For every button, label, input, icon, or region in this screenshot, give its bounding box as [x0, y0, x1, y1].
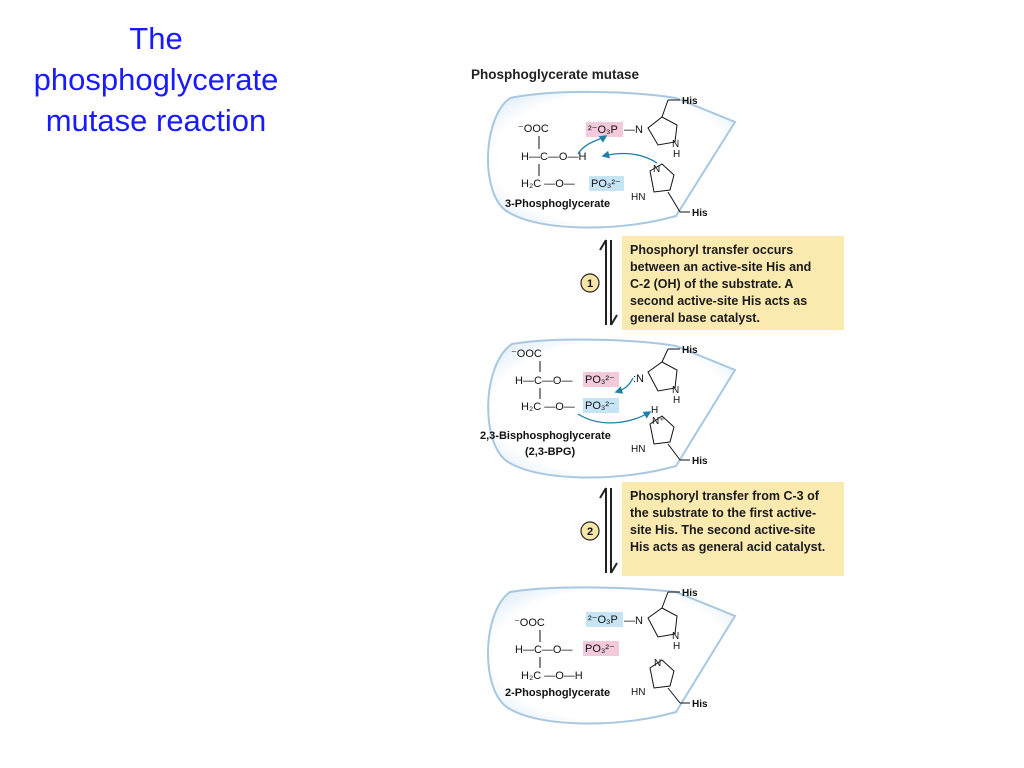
panel-label: (2,3-BPG): [525, 446, 575, 458]
svg-text:N: N: [654, 658, 661, 669]
svg-text:⁻OOC: ⁻OOC: [514, 617, 545, 629]
electron-arrow: [614, 377, 634, 394]
slide-title-line: phosphoglycerate: [33, 62, 279, 97]
panel-label: 3-Phosphoglycerate: [505, 198, 610, 210]
electron-arrow: [577, 411, 652, 424]
histidine-ring: [647, 361, 678, 392]
step-number: 1: [587, 278, 593, 290]
substrate-bpg: ⁻OOC H—C—O— H₂C —O—: [511, 348, 575, 413]
panel-2-3-bisphosphoglycerate: ⁻OOC H—C—O— H₂C —O— PO₃²⁻ PO₃²⁻ :N N H H…: [480, 338, 737, 479]
svg-text:H₂C —O—H: H₂C —O—H: [521, 670, 583, 682]
phosphate-box: [583, 372, 619, 387]
svg-text:N: N: [672, 139, 679, 150]
note-line: Phosphoryl transfer occurs: [630, 243, 794, 257]
panel-label: 2-Phosphoglycerate: [505, 687, 610, 699]
svg-text:—N: —N: [624, 124, 643, 136]
note-line: second active-site His acts as: [630, 294, 808, 308]
svg-text:²⁻O₃P: ²⁻O₃P: [588, 614, 618, 626]
svg-text:N⁺: N⁺: [652, 416, 665, 427]
note-line: C-2 (OH) of the substrate. A: [630, 277, 794, 291]
note-line: His acts as general acid catalyst.: [630, 540, 826, 554]
note-line: Phosphoryl transfer from C-3 of: [630, 489, 819, 503]
step-1-note: Phosphoryl transfer occurs between an ac…: [622, 236, 844, 330]
his-label: His: [682, 345, 698, 356]
svg-text:H: H: [651, 405, 658, 416]
figure-title: Phosphoglycerate mutase: [471, 67, 640, 82]
histidine-ring: [649, 163, 675, 193]
svg-text:PO₃²⁻: PO₃²⁻: [585, 374, 615, 386]
svg-text:N: N: [653, 164, 660, 175]
svg-text:HN: HN: [631, 192, 645, 203]
electron-arrow: [577, 135, 608, 155]
note-line: site His. The second active-site: [630, 523, 816, 537]
his-label: His: [692, 699, 708, 710]
svg-text:HN: HN: [631, 687, 645, 698]
svg-text:PO₃²⁻: PO₃²⁻: [585, 643, 615, 655]
slide-title-line: mutase reaction: [45, 103, 267, 138]
svg-text:N: N: [672, 631, 679, 642]
histidine-ring: [649, 659, 675, 689]
slide-title: The phosphoglycerate mutase reaction: [8, 18, 304, 141]
panel-3-phosphoglycerate: ⁻OOC H—C—O—H H₂C —O— PO₃²⁻ ²⁻O₃P —N N H …: [487, 90, 737, 229]
svg-text:HN: HN: [631, 444, 645, 455]
substrate-3pg: ⁻OOC H—C—O—H H₂C —O—: [518, 123, 586, 190]
note-line: the substrate to the first active-: [630, 506, 817, 520]
svg-text:⁻OOC: ⁻OOC: [518, 123, 549, 135]
slide-title-line: The: [129, 21, 183, 56]
note-line: general base catalyst.: [630, 311, 760, 325]
histidine-ring: [649, 415, 675, 445]
histidine-ring: [647, 607, 678, 638]
phosphate-box: [589, 176, 624, 191]
svg-text:H: H: [673, 149, 680, 160]
svg-text:H: H: [673, 395, 680, 406]
step-number: 2: [587, 526, 593, 538]
svg-text:H—C—O—: H—C—O—: [515, 375, 572, 387]
svg-text:²⁻O₃P: ²⁻O₃P: [588, 124, 618, 136]
electron-arrow: [601, 150, 658, 164]
panel-2-phosphoglycerate: ⁻OOC H—C—O— H₂C —O—H ²⁻O₃P —N PO₃²⁻ N H …: [487, 586, 737, 725]
svg-text:H: H: [673, 641, 680, 652]
svg-text:N: N: [672, 385, 679, 396]
panel-label: 2,3-Bisphosphoglycerate: [480, 430, 611, 442]
enzyme-pocket: [487, 90, 737, 229]
svg-text:H—C—O—: H—C—O—: [515, 644, 572, 656]
phosphoryl-box: [586, 612, 623, 627]
svg-text::N: :N: [633, 373, 644, 385]
step-2-note: Phosphoryl transfer from C-3 of the subs…: [622, 482, 844, 576]
step-2-equilibrium: 2: [580, 487, 618, 574]
svg-text:⁻OOC: ⁻OOC: [511, 348, 542, 360]
his-label: His: [682, 96, 698, 107]
svg-text:H₂C —O—: H₂C —O—: [521, 178, 575, 190]
substrate-2pg: ⁻OOC H—C—O— H₂C —O—H: [514, 617, 583, 682]
step-1-equilibrium: 1: [580, 239, 618, 326]
his-label: His: [682, 588, 698, 599]
his-label: His: [692, 456, 708, 467]
svg-text:PO₃²⁻: PO₃²⁻: [591, 178, 621, 190]
svg-text:—N: —N: [624, 615, 643, 627]
phosphate-box: [583, 641, 619, 656]
svg-text:H—C—O—H: H—C—O—H: [521, 151, 586, 163]
note-line: between an active-site His and: [630, 260, 812, 274]
phosphate-box: [583, 398, 619, 413]
phosphoryl-box: [586, 122, 623, 137]
histidine-ring: [647, 116, 678, 146]
svg-text:H₂C —O—: H₂C —O—: [521, 401, 575, 413]
his-label: His: [692, 208, 708, 219]
svg-text:PO₃²⁻: PO₃²⁻: [585, 400, 615, 412]
